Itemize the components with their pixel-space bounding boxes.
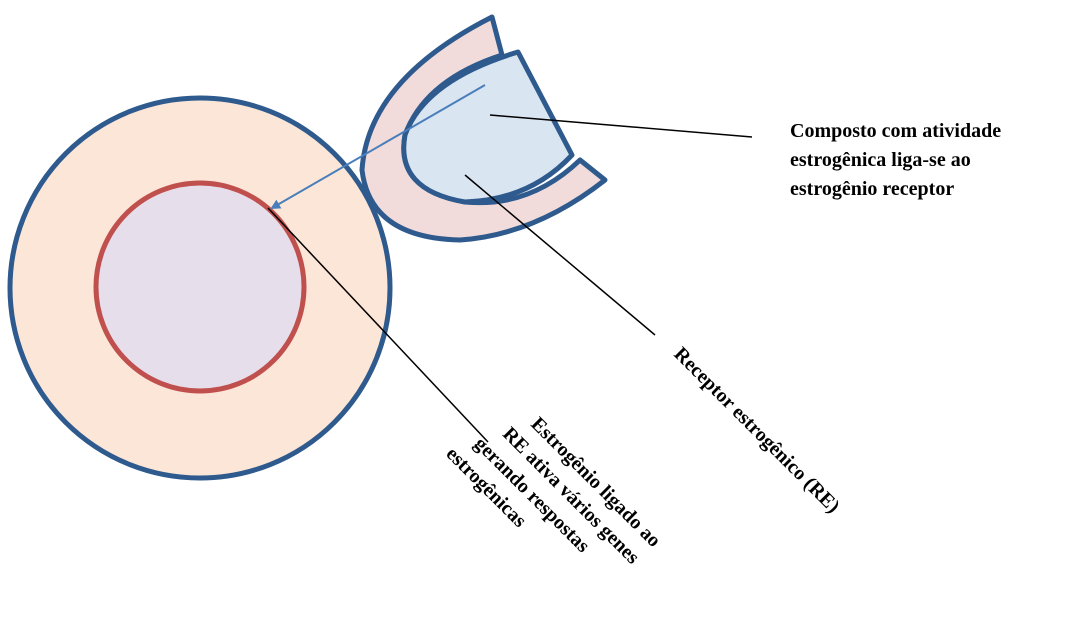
label-compound-line-1: Composto com atividade	[790, 120, 1001, 142]
label-compound-line-3: estrogênio receptor	[790, 178, 954, 200]
label-compound: Composto com atividade estrogênica liga-…	[790, 120, 1006, 200]
label-compound-line-2: estrogênica liga-se ao	[790, 149, 971, 171]
label-receptor: Receptor estrogênico (RE)	[669, 343, 843, 517]
label-nucleus: Estrogênio ligado ao RE ativa vários gen…	[442, 385, 669, 612]
